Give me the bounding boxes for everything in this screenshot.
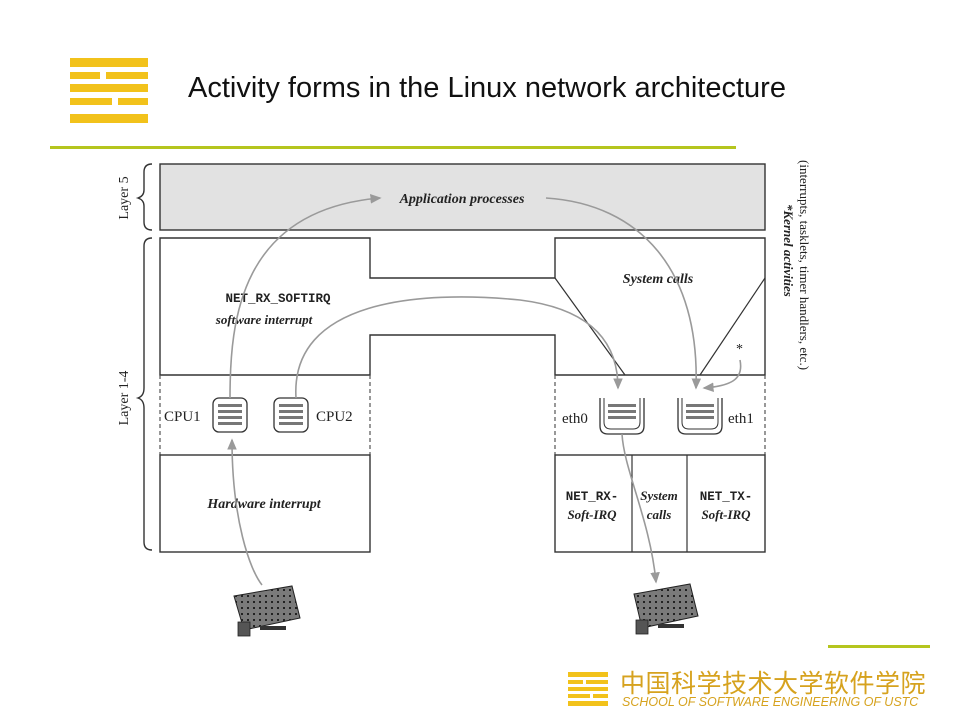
cpu2-queue-icon — [273, 397, 309, 433]
net-tx-soft-label-b: Soft-IRQ — [701, 507, 751, 522]
footer-chinese-name: 中国科学技术大学软件学院 — [620, 669, 927, 698]
footer-english-name: SCHOOL OF SOFTWARE ENGINEERING OF USTC — [622, 695, 919, 709]
title-divider — [50, 146, 736, 149]
network-card-left-icon — [233, 585, 301, 637]
arrow-star-to-eth1 — [702, 359, 742, 393]
layer5-brace — [135, 163, 153, 231]
network-card-right-icon — [633, 583, 699, 635]
arrow-app-to-eth1 — [545, 197, 702, 390]
cpu2-label: CPU2 — [316, 409, 353, 425]
software-interrupt-label: software interrupt — [215, 312, 313, 327]
softirq-box — [554, 454, 766, 553]
net-rx-soft-label-b: Soft-IRQ — [567, 507, 617, 522]
layer14-brace — [135, 237, 153, 551]
ustc-logo-icon — [70, 58, 148, 123]
cpu1-queue-icon — [212, 397, 248, 433]
kernel-activities-note: *Kernel activities — [781, 204, 796, 297]
cpu1-label: CPU1 — [164, 409, 201, 425]
kernel-activities-detail: (interrupts, tasklets, timer handlers, e… — [797, 160, 812, 370]
arrow-cpu2-to-eth0 — [295, 296, 623, 399]
footer-logo-icon — [568, 672, 608, 706]
sys-calls-label-a: System — [640, 488, 678, 503]
footer-divider — [828, 645, 930, 648]
hardware-interrupt-box — [159, 454, 371, 553]
kernel-block — [159, 237, 766, 376]
application-layer-box — [159, 163, 766, 231]
arrow-nic-to-cpu1 — [227, 438, 263, 586]
net-tx-soft-label-a: NET_TX- — [700, 490, 753, 504]
system-calls-label: System calls — [623, 272, 694, 287]
arrow-eth0-to-nic — [621, 433, 660, 584]
syscall-funnel-right — [699, 277, 766, 376]
eth0-label: eth0 — [562, 411, 588, 427]
net-rx-softirq-label: NET_RX_SOFTIRQ — [225, 292, 331, 306]
eth1-label: eth1 — [728, 411, 754, 427]
layer5-label: Layer 5 — [117, 176, 132, 219]
layer14-label: Layer 1-4 — [117, 371, 132, 426]
arrow-cpu1-to-app — [229, 194, 382, 399]
hardware-interrupt-label: Hardware interrupt — [206, 497, 321, 512]
eth1-queue-icon — [677, 398, 723, 435]
eth0-queue-icon — [599, 398, 645, 435]
application-processes-label: Application processes — [399, 192, 525, 207]
net-rx-soft-label-a: NET_RX- — [566, 490, 619, 504]
star-marker: * — [736, 342, 743, 357]
slide-title: Activity forms in the Linux network arch… — [188, 72, 786, 104]
sys-calls-label-b: calls — [647, 507, 672, 522]
